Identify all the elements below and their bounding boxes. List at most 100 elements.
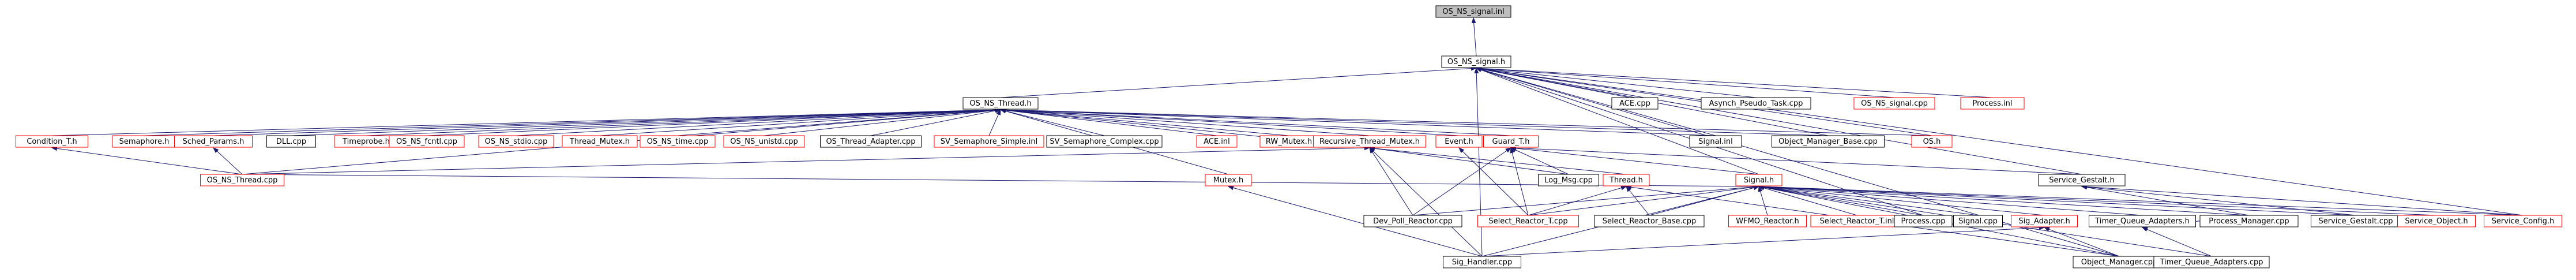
node-semaphoreh[interactable]: Semaphore.h [112, 135, 176, 148]
node-signalinl[interactable]: Signal.inl [1689, 135, 1742, 148]
node-osnstime[interactable]: OS_NS_time.cpp [640, 135, 716, 148]
edge-sighandler-to-mutexh [1228, 185, 1483, 257]
node-box [723, 135, 805, 148]
edge-signalcpp-to-signalh [1758, 185, 1979, 216]
edge-osnsstdio-to-osnsthreadh [516, 107, 1001, 136]
node-label: Service_Object.h [2405, 217, 2468, 226]
edge-osthreadadapter-to-osnsthreadh [870, 108, 1001, 136]
node-box [2397, 215, 2476, 227]
node-threadmutex[interactable]: Thread_Mutex.h [562, 135, 638, 148]
node-signalh[interactable]: Signal.h [1735, 174, 1782, 186]
node-conditiont[interactable]: Condition_T.h [16, 135, 88, 148]
node-osnsfcntl[interactable]: OS_NS_fcntl.cpp [389, 135, 465, 148]
edge-recthreadmutex-to-osnsthreadh [1000, 107, 1370, 136]
node-eventh[interactable]: Event.h [1435, 135, 1483, 148]
node-svsemcomplex[interactable]: SV_Semaphore_Complex.cpp [1046, 135, 1163, 148]
node-serviceconfig[interactable]: Service_Config.h [2484, 215, 2562, 227]
node-label: Object_Manager_Base.cpp [1778, 137, 1878, 146]
node-osnsstdio[interactable]: OS_NS_stdio.cpp [478, 135, 554, 148]
node-objmgrbase[interactable]: Object_Manager_Base.cpp [1772, 135, 1885, 148]
node-box [389, 135, 465, 148]
node-tqadapterscpp[interactable]: Timer_Queue_Adapters.cpp [2153, 256, 2270, 268]
node-guardt[interactable]: Guard_T.h [1483, 135, 1539, 148]
node-label: OS_NS_Thread.h [969, 99, 1031, 108]
edge-signalh-to-guardt [1510, 145, 1759, 175]
node-schedparams[interactable]: Sched_Params.h [174, 135, 253, 148]
edge-osnssignalcpp-to-osnssignalh [1476, 66, 1895, 98]
node-box [174, 135, 253, 148]
node-label: OS_NS_time.cpp [647, 137, 709, 146]
node-mutexh[interactable]: Mutex.h [1205, 174, 1252, 186]
node-recthreadmutex[interactable]: Recursive_Thread_Mutex.h [1313, 135, 1426, 148]
node-osnsunistd[interactable]: OS_NS_unistd.cpp [723, 135, 805, 148]
node-box [1441, 55, 1511, 68]
node-osh[interactable]: OS.h [1911, 135, 1953, 148]
node-label: Dev_Poll_Reactor.cpp [1373, 217, 1453, 226]
edge-tqadapterscpp-to-tqadaptersh [2142, 227, 2212, 257]
node-osnsthreadcpp[interactable]: OS_NS_Thread.cpp [200, 174, 284, 186]
node-label: Service_Gestalt.cpp [2319, 217, 2393, 226]
node-tqadaptersh[interactable]: Timer_Queue_Adapters.h [2089, 215, 2196, 227]
node-root[interactable]: OS_NS_signal.inl [1435, 5, 1511, 18]
node-processinl[interactable]: Process.inl [1960, 97, 2025, 110]
edge-osnsthreadcpp-to-schedparams [213, 147, 243, 175]
node-rwmutex[interactable]: RW_Mutex.h [1259, 135, 1318, 148]
node-selectreactorbase[interactable]: Select_Reactor_Base.cpp [1594, 215, 1705, 227]
node-signalcpp[interactable]: Signal.cpp [1953, 215, 2003, 227]
node-osnssignalh[interactable]: OS_NS_signal.h [1441, 55, 1511, 68]
node-osthreadadapter[interactable]: OS_Thread_Adapter.cpp [820, 135, 922, 148]
node-selectreactortcpp[interactable]: Select_Reactor_T.cpp [1477, 215, 1579, 227]
node-servicegestalth[interactable]: Service_Gestalt.h [2038, 174, 2126, 186]
node-acecpp[interactable]: ACE.cpp [1611, 97, 1659, 110]
node-devpoll[interactable]: Dev_Poll_Reactor.cpp [1363, 215, 1462, 227]
node-wfmo[interactable]: WFMO_Reactor.h [1728, 215, 1807, 227]
edge-signalh-to-osnssignalh [1476, 68, 1759, 175]
node-label: SV_Semaphore_Complex.cpp [1050, 137, 1159, 146]
node-svsemsimple[interactable]: SV_Semaphore_Simple.inl [934, 135, 1044, 148]
node-sighandler[interactable]: Sig_Handler.cpp [1443, 256, 1521, 268]
node-label: Service_Config.h [2492, 217, 2555, 226]
node-box [934, 135, 1044, 148]
edge-aceinl-to-osnsthreadh [1000, 108, 1217, 136]
edge-logmsg-to-recthreadmutex [1369, 146, 1569, 175]
node-aceinl[interactable]: ACE.inl [1196, 135, 1238, 148]
edge-wfmo-to-signalh [1758, 186, 1768, 216]
node-sigadapter[interactable]: Sig_Adapter.h [2011, 215, 2078, 227]
edge-signalinl-to-osnssignalh [1476, 67, 1716, 136]
node-timeprobe[interactable]: Timeprobe.h [334, 135, 398, 148]
node-label: DLL.cpp [276, 137, 306, 146]
node-label: WFMO_Reactor.h [1736, 217, 1799, 226]
node-logmsg[interactable]: Log_Msg.cpp [1538, 174, 1599, 186]
node-label: Signal.inl [1698, 137, 1733, 146]
node-box [200, 174, 284, 186]
node-serviceobject[interactable]: Service_Object.h [2397, 215, 2476, 227]
edge-servicegestalth-to-osnssignalh [1476, 66, 2082, 175]
node-asynchpseudotask[interactable]: Asynch_Pseudo_Task.cpp [1701, 97, 1811, 110]
node-label: ACE.inl [1204, 137, 1230, 146]
node-objmgr[interactable]: Object_Manager.cpp [2073, 256, 2166, 268]
node-box [1363, 215, 1462, 227]
node-label: Service_Gestalt.h [2049, 176, 2115, 185]
node-box [1701, 97, 1811, 110]
node-osnsthreadh[interactable]: OS_NS_Thread.h [962, 97, 1039, 110]
edge-objmgrbase-to-osnsthreadh [1000, 107, 1829, 136]
edge-selectreactortinl-to-signalh [1758, 185, 1857, 216]
node-dllcpp[interactable]: DLL.cpp [266, 135, 316, 148]
node-box [478, 135, 554, 148]
nodes-layer: OS_NS_signal.inlOS_NS_signal.hOS_NS_Thre… [16, 5, 2562, 268]
node-box [1538, 174, 1599, 186]
edge-timeprobe-to-osnsthreadh [366, 107, 1001, 136]
node-threadh[interactable]: Thread.h [1603, 174, 1650, 186]
node-selectreactortinl[interactable]: Select_Reactor_T.inl [1810, 215, 1904, 227]
node-label: OS_NS_signal.inl [1442, 8, 1505, 16]
edge-osnsfcntl-to-osnsthreadh [426, 107, 1001, 136]
node-servicegestaltcpp[interactable]: Service_Gestalt.cpp [2311, 215, 2401, 227]
edge-selectreactorbase-to-threadh [1626, 186, 1650, 216]
node-processmgr[interactable]: Process_Manager.cpp [2199, 215, 2299, 227]
node-osnssignalcpp[interactable]: OS_NS_signal.cpp [1853, 97, 1935, 110]
edge-sighandler-to-recthreadmutex [1369, 147, 1483, 257]
edge-serviceconfig-to-osnssignalh [1476, 66, 2524, 216]
node-box [2153, 256, 2270, 268]
edge-tqadaptersh-to-signalh [1758, 184, 2143, 216]
node-processcpp[interactable]: Process.cpp [1894, 215, 1953, 227]
